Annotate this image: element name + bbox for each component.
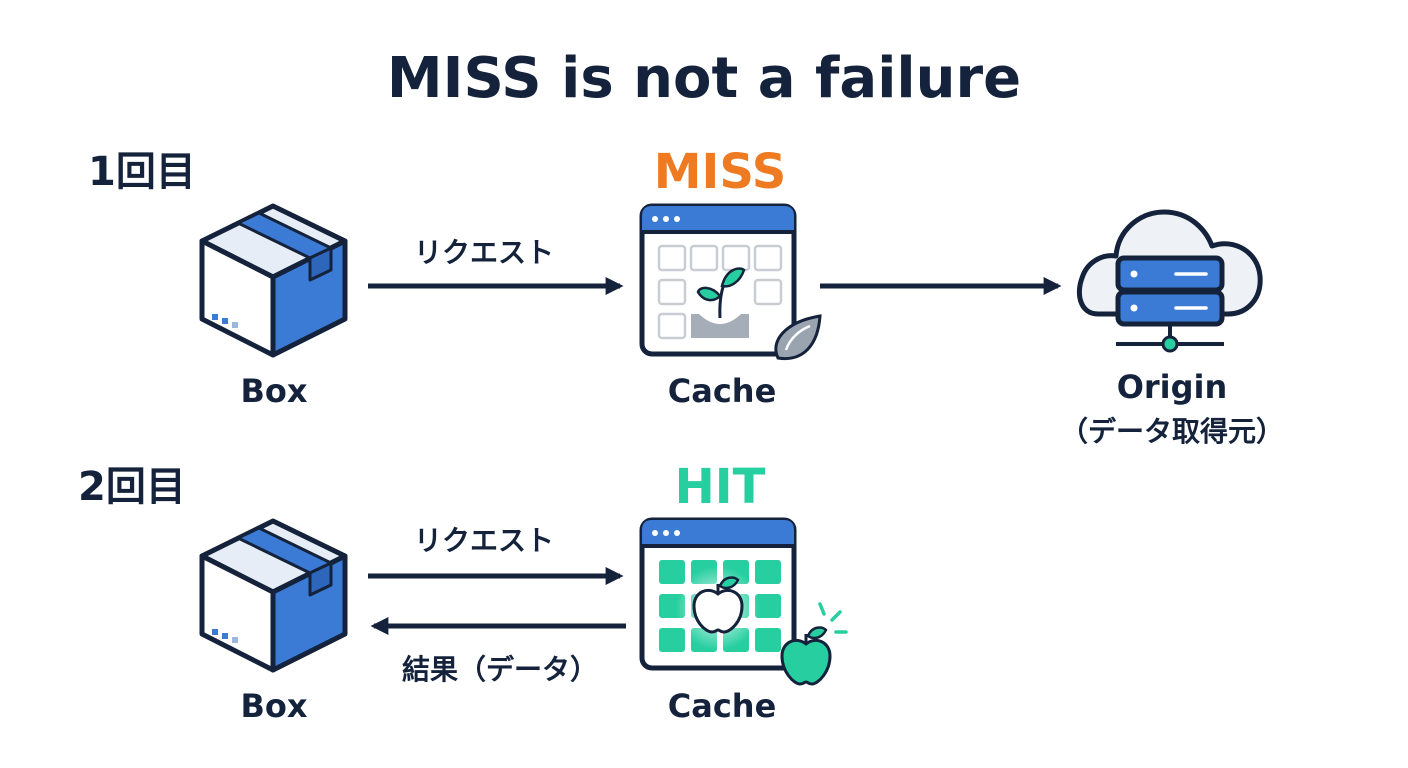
round-2: 2回目 HIT Box リクエスト 結果（データ）	[78, 459, 848, 725]
page-title: MISS is not a failure	[387, 46, 1021, 111]
request-label: リクエスト	[414, 524, 554, 557]
round-1: 1回目 MISS Box リクエスト	[88, 144, 1284, 448]
cache-window-icon	[639, 517, 848, 686]
apple-icon	[692, 576, 744, 634]
round-1-label: 1回目	[88, 149, 196, 195]
origin-label: Origin	[1117, 368, 1228, 406]
seed-icon	[774, 314, 822, 361]
empty-cache-slots	[657, 244, 783, 340]
response-label: 結果（データ）	[402, 653, 598, 686]
cache-label: Cache	[668, 687, 777, 725]
box-icon	[199, 203, 348, 358]
hit-status-label: HIT	[675, 459, 766, 515]
box-icon	[199, 518, 348, 673]
client-label: Box	[240, 372, 307, 410]
sprout-icon	[696, 267, 746, 319]
cloud-server-icon	[1076, 209, 1263, 353]
round-2-label: 2回目	[78, 464, 186, 510]
apple-icon	[780, 626, 832, 686]
client-label: Box	[240, 687, 307, 725]
origin-sublabel: （データ取得元）	[1060, 415, 1284, 448]
sparkle-icon	[818, 602, 848, 634]
cache-label: Cache	[668, 372, 777, 410]
cache-window-icon	[639, 203, 822, 361]
miss-status-label: MISS	[654, 144, 787, 200]
request-label: リクエスト	[414, 236, 554, 269]
